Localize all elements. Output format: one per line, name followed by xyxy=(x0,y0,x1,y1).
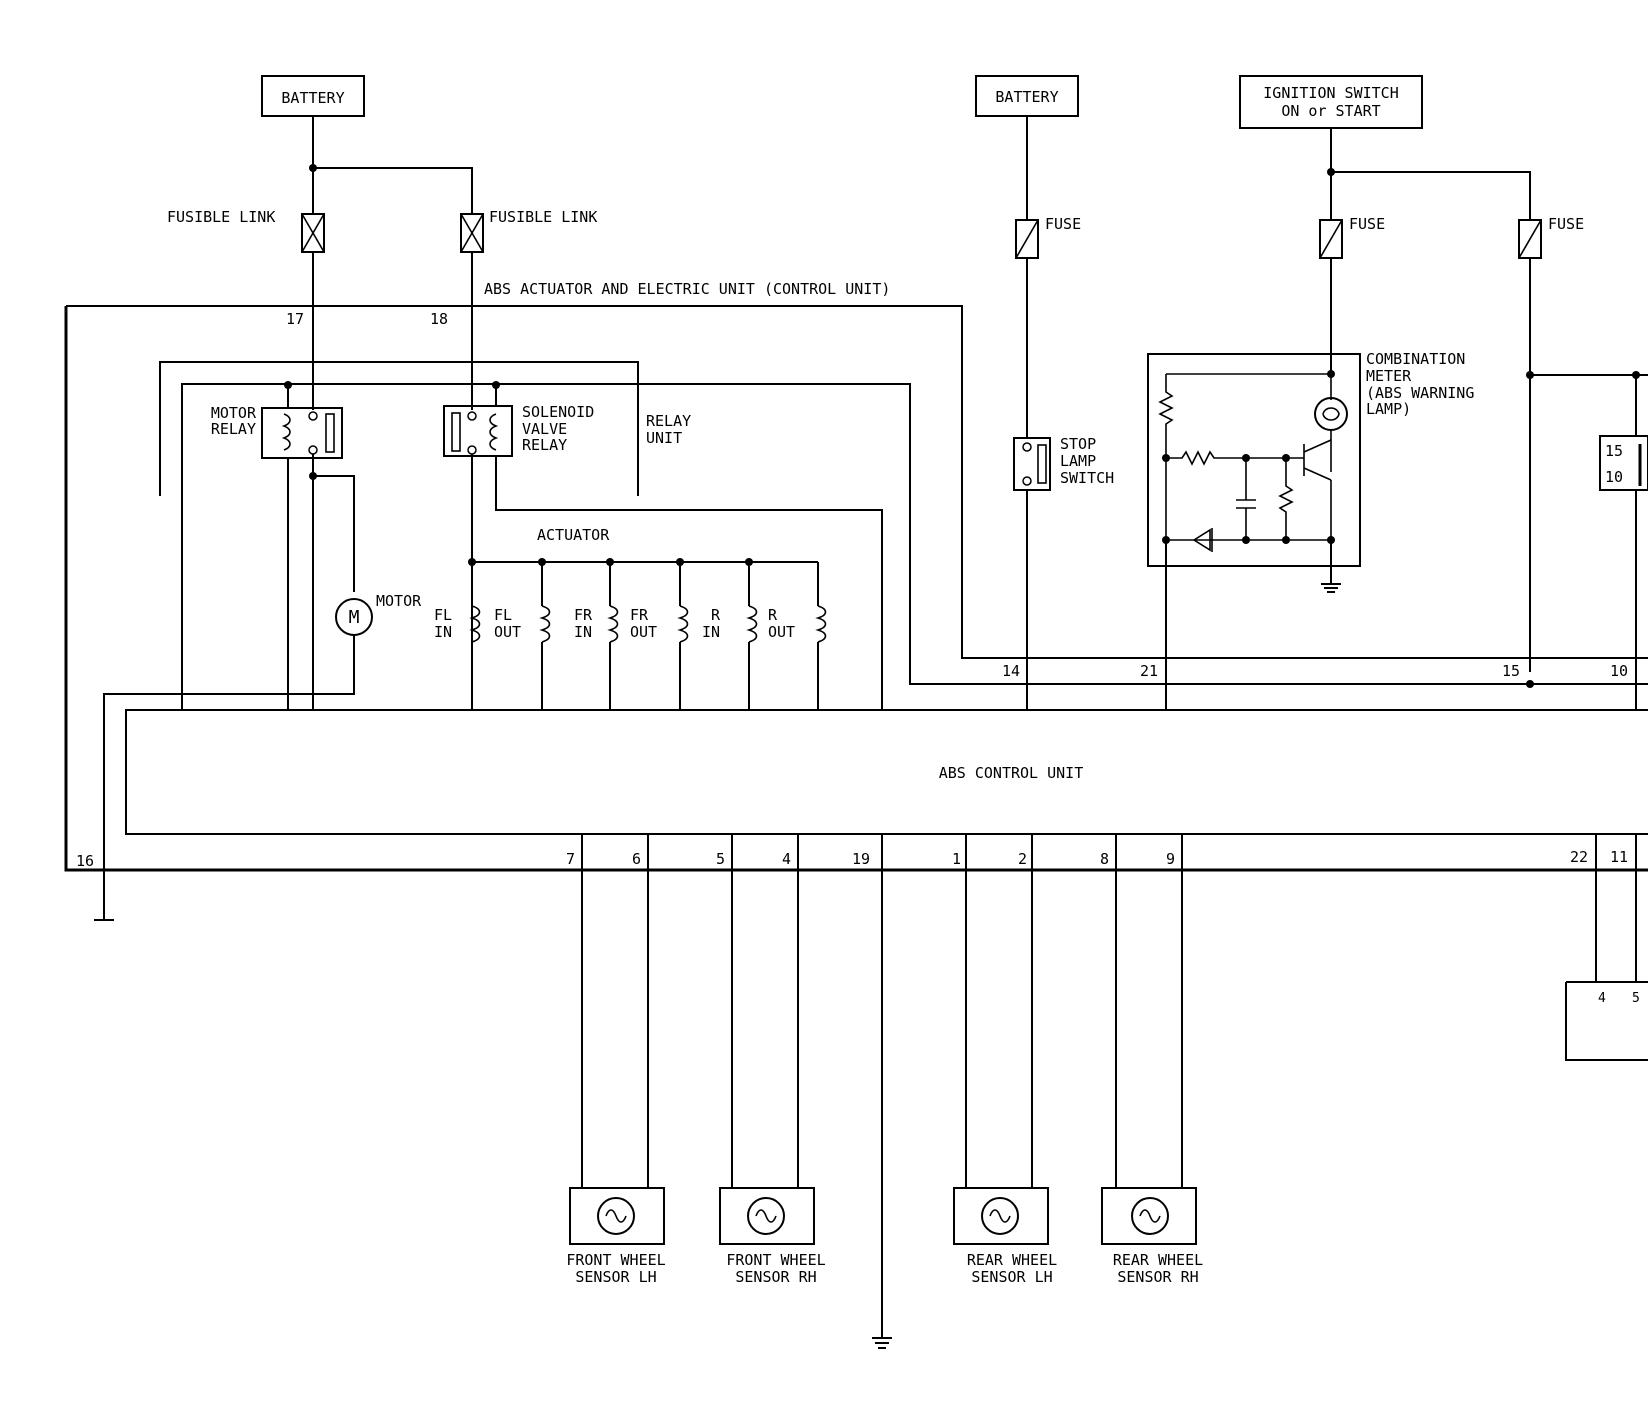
fuse-2: FUSE xyxy=(1319,215,1385,259)
svg-text:IN: IN xyxy=(574,623,592,641)
svg-text:R: R xyxy=(768,606,778,624)
rear-wheel-sensor-rh: REAR WHEEL SENSOR RH xyxy=(1101,1187,1203,1286)
svg-text:M: M xyxy=(349,607,360,628)
svg-text:LAMP): LAMP) xyxy=(1366,400,1411,418)
motor: M MOTOR xyxy=(335,592,422,636)
svg-text:ON or START: ON or START xyxy=(1281,102,1380,120)
svg-text:R: R xyxy=(711,606,721,624)
svg-text:RELAY: RELAY xyxy=(211,420,256,438)
svg-text:IN: IN xyxy=(702,623,720,641)
svg-text:FUSE: FUSE xyxy=(1045,215,1081,233)
svg-text:SENSOR LH: SENSOR LH xyxy=(575,1268,656,1286)
combination-meter: COMBINATION METER (ABS WARNING LAMP) xyxy=(1147,350,1474,567)
svg-text:15: 15 xyxy=(1502,662,1520,680)
connector-right: 15 10 xyxy=(1599,435,1648,491)
svg-text:ABS ACTUATOR AND ELECTRIC UNIT: ABS ACTUATOR AND ELECTRIC UNIT (CONTROL … xyxy=(484,280,890,298)
svg-text:FL: FL xyxy=(434,606,452,624)
svg-text:SENSOR LH: SENSOR LH xyxy=(971,1268,1052,1286)
svg-text:OUT: OUT xyxy=(768,623,795,641)
actuator-label: ACTUATOR xyxy=(537,526,610,544)
svg-text:(ABS WARNING: (ABS WARNING xyxy=(1366,384,1474,402)
svg-text:2: 2 xyxy=(1018,850,1027,868)
svg-text:FRONT WHEEL: FRONT WHEEL xyxy=(566,1251,665,1269)
svg-text:BATTERY: BATTERY xyxy=(281,89,344,107)
svg-text:STOP: STOP xyxy=(1060,435,1096,453)
svg-text:SENSOR RH: SENSOR RH xyxy=(735,1268,816,1286)
svg-text:FR: FR xyxy=(630,606,649,624)
svg-text:IGNITION SWITCH: IGNITION SWITCH xyxy=(1263,84,1398,102)
svg-text:FR: FR xyxy=(574,606,593,624)
pin-numbers: 17 18 14 21 15 10 16 7 6 5 4 19 1 2 8 9 … xyxy=(76,310,1628,870)
svg-text:RELAY: RELAY xyxy=(522,436,567,454)
svg-text:SOLENOID: SOLENOID xyxy=(522,403,594,421)
svg-text:FL: FL xyxy=(494,606,512,624)
front-wheel-sensor-rh: FRONT WHEEL SENSOR RH xyxy=(719,1187,826,1286)
svg-text:FUSE: FUSE xyxy=(1548,215,1584,233)
svg-text:SWITCH: SWITCH xyxy=(1060,469,1114,487)
fuse-3: FUSE xyxy=(1518,215,1584,259)
svg-text:LAMP: LAMP xyxy=(1060,452,1096,470)
battery-left: BATTERY xyxy=(261,75,365,117)
svg-text:BATTERY: BATTERY xyxy=(995,88,1058,106)
svg-text:COMBINATION: COMBINATION xyxy=(1366,350,1465,368)
svg-text:5: 5 xyxy=(716,850,725,868)
svg-text:MOTOR: MOTOR xyxy=(211,404,257,422)
abs-control-unit: ABS CONTROL UNIT xyxy=(125,709,1648,835)
svg-text:8: 8 xyxy=(1100,850,1109,868)
svg-text:10: 10 xyxy=(1610,662,1628,680)
svg-text:5: 5 xyxy=(1632,991,1640,1006)
actuator-unit-outline: ABS ACTUATOR AND ELECTRIC UNIT (CONTROL … xyxy=(64,280,1648,872)
svg-text:4: 4 xyxy=(1598,991,1606,1006)
svg-text:UNIT: UNIT xyxy=(646,429,682,447)
solenoid-labels: FL IN FL OUT FR IN FR OUT R IN R OUT xyxy=(434,606,795,641)
svg-text:ABS CONTROL UNIT: ABS CONTROL UNIT xyxy=(939,764,1084,782)
svg-text:11: 11 xyxy=(1610,848,1628,866)
svg-text:16: 16 xyxy=(76,852,94,870)
svg-text:FUSIBLE LINK: FUSIBLE LINK xyxy=(489,208,597,226)
svg-text:REAR WHEEL: REAR WHEEL xyxy=(967,1251,1057,1269)
svg-text:METER: METER xyxy=(1366,367,1412,385)
svg-text:MOTOR: MOTOR xyxy=(376,592,422,610)
front-wheel-sensor-lh: FRONT WHEEL SENSOR LH xyxy=(566,1187,666,1286)
svg-text:4: 4 xyxy=(782,850,791,868)
battery-mid: BATTERY xyxy=(975,75,1079,117)
svg-text:9: 9 xyxy=(1166,850,1175,868)
rear-wheel-sensor-lh: REAR WHEEL SENSOR LH xyxy=(953,1187,1057,1286)
fusible-link-1: FUSIBLE LINK xyxy=(167,208,325,253)
svg-text:IN: IN xyxy=(434,623,452,641)
fuse-1: FUSE xyxy=(1015,215,1081,259)
fusible-link-2: FUSIBLE LINK xyxy=(460,208,597,253)
svg-text:6: 6 xyxy=(632,850,641,868)
connector-lower-right: 4 5 xyxy=(1565,981,1648,1061)
svg-text:FUSIBLE LINK: FUSIBLE LINK xyxy=(167,208,275,226)
svg-text:17: 17 xyxy=(286,310,304,328)
ignition-switch: IGNITION SWITCH ON or START xyxy=(1239,75,1423,129)
svg-text:SENSOR RH: SENSOR RH xyxy=(1117,1268,1198,1286)
relay-unit-outline: RELAY UNIT xyxy=(159,361,691,496)
motor-relay: MOTOR RELAY xyxy=(211,404,343,459)
svg-text:FRONT WHEEL: FRONT WHEEL xyxy=(726,1251,825,1269)
svg-text:RELAY: RELAY xyxy=(646,412,691,430)
svg-text:10: 10 xyxy=(1605,468,1623,486)
svg-text:VALVE: VALVE xyxy=(522,420,567,438)
svg-text:OUT: OUT xyxy=(494,623,521,641)
svg-text:OUT: OUT xyxy=(630,623,657,641)
svg-text:7: 7 xyxy=(566,850,575,868)
solenoid-coils xyxy=(469,558,827,710)
svg-text:21: 21 xyxy=(1140,662,1158,680)
svg-text:REAR WHEEL: REAR WHEEL xyxy=(1113,1251,1203,1269)
svg-text:19: 19 xyxy=(852,850,870,868)
stop-lamp-switch: STOP LAMP SWITCH xyxy=(1013,435,1114,491)
svg-text:1: 1 xyxy=(952,850,961,868)
svg-text:22: 22 xyxy=(1570,848,1588,866)
solenoid-valve-relay: SOLENOID VALVE RELAY xyxy=(443,403,594,457)
svg-text:18: 18 xyxy=(430,310,448,328)
svg-text:15: 15 xyxy=(1605,442,1623,460)
svg-text:FUSE: FUSE xyxy=(1349,215,1385,233)
svg-text:14: 14 xyxy=(1002,662,1020,680)
